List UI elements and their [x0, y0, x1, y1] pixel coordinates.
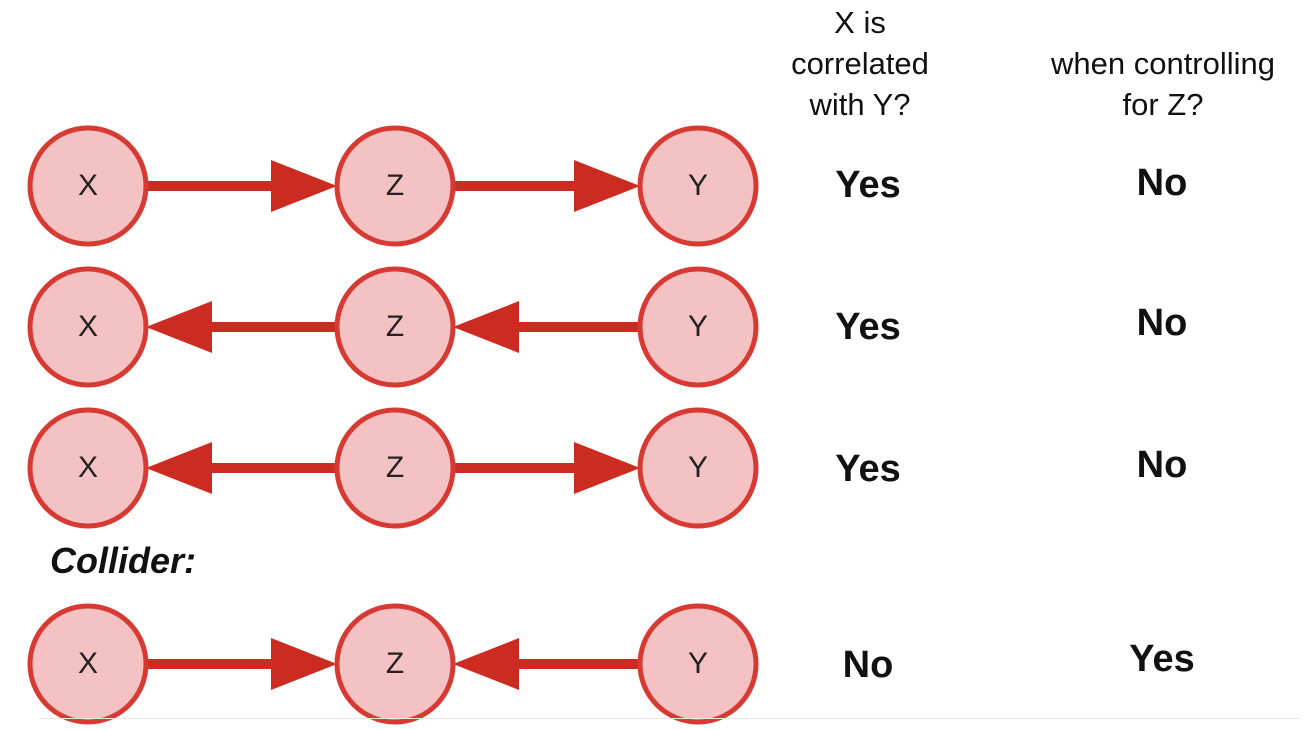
node-circle — [27, 266, 149, 388]
row-4-controlling-answer: Yes — [1129, 638, 1195, 680]
node-label: Z — [386, 310, 404, 343]
header-controlling-line-1: when controlling — [1050, 46, 1276, 81]
arrow-left-4-2 — [453, 638, 640, 690]
arrow-head — [453, 301, 519, 353]
node-label: Z — [386, 169, 404, 202]
arrow-head — [574, 442, 640, 494]
node-z-2: Z — [334, 266, 456, 388]
node-label: X — [78, 451, 98, 484]
node-label: X — [78, 169, 98, 202]
node-circle — [334, 125, 456, 247]
row-3-controlling-answer: No — [1136, 444, 1188, 486]
collider-label: Collider: — [50, 540, 197, 581]
row-1-controlling-answer: No — [1136, 162, 1188, 204]
node-z-4: Z — [334, 603, 456, 725]
node-label: Z — [386, 451, 404, 484]
node-circle — [27, 407, 149, 529]
arrow-left-2-2 — [453, 301, 640, 353]
node-z-1: Z — [334, 125, 456, 247]
row-3-correlated-answer: Yes — [835, 448, 901, 490]
node-label: X — [78, 310, 98, 343]
node-x-1: X — [27, 125, 149, 247]
arrow-head — [574, 160, 640, 212]
arrow-left-2-1 — [146, 301, 337, 353]
header-correlated-line-2: correlated — [791, 46, 929, 81]
row-2-controlling-answer: No — [1136, 302, 1188, 344]
node-circle — [637, 603, 759, 725]
node-label: Y — [688, 451, 708, 484]
arrow-left-3-1 — [146, 442, 337, 494]
arrow-head — [146, 442, 212, 494]
header-controlling: when controlling for Z? — [1018, 43, 1308, 125]
arrow-head — [271, 160, 337, 212]
arrow-right-3-2 — [453, 442, 640, 494]
node-label: Y — [688, 647, 708, 680]
arrow-head — [146, 301, 212, 353]
node-circle — [637, 407, 759, 529]
node-label: Y — [688, 310, 708, 343]
node-circle — [637, 266, 759, 388]
node-circle — [334, 603, 456, 725]
node-y-4: Y — [637, 603, 759, 725]
node-label: Y — [688, 169, 708, 202]
node-label: Z — [386, 647, 404, 680]
row-1-correlated-answer: Yes — [835, 164, 901, 206]
node-circle — [334, 266, 456, 388]
node-x-3: X — [27, 407, 149, 529]
node-circle — [27, 603, 149, 725]
node-y-1: Y — [637, 125, 759, 247]
arrow-head — [271, 638, 337, 690]
node-x-2: X — [27, 266, 149, 388]
node-circle — [637, 125, 759, 247]
header-controlling-line-2: for Z? — [1122, 87, 1204, 122]
header-correlated: X is correlated with Y? — [760, 2, 960, 125]
header-correlated-line-1: X is — [834, 5, 886, 40]
arrow-head — [453, 638, 519, 690]
node-label: X — [78, 647, 98, 680]
node-y-3: Y — [637, 407, 759, 529]
arrow-right-1-1 — [146, 160, 337, 212]
bottom-divider — [40, 718, 1300, 719]
node-circle — [334, 407, 456, 529]
row-2-correlated-answer: Yes — [835, 306, 901, 348]
header-correlated-line-3: with Y? — [809, 87, 911, 122]
arrow-right-4-1 — [146, 638, 337, 690]
arrow-right-1-2 — [453, 160, 640, 212]
row-4-correlated-answer: No — [842, 644, 894, 686]
node-x-4: X — [27, 603, 149, 725]
node-z-3: Z — [334, 407, 456, 529]
node-circle — [27, 125, 149, 247]
node-y-2: Y — [637, 266, 759, 388]
